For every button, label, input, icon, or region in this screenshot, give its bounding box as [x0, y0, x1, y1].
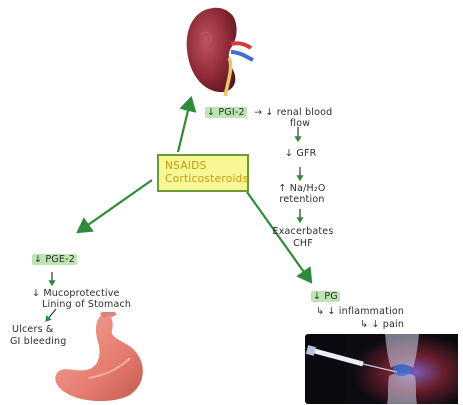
- gfr-label: ↓ GFR: [285, 148, 316, 160]
- inflammation-label: ↳ ↓ inflammation: [316, 306, 404, 318]
- chf-line2: CHF: [272, 238, 334, 250]
- renal-flow-line2: flow: [285, 118, 315, 130]
- pg-label: ↓ PG: [311, 291, 340, 303]
- drug-corticosteroids: Corticosteroids: [165, 173, 241, 186]
- drug-nsaids: NSAIDS: [165, 160, 241, 173]
- ulcers-line1: Ulcers &: [12, 324, 54, 336]
- chf-line1: Exacerbates: [272, 226, 334, 238]
- kidney-illustration: [183, 4, 263, 99]
- arrow-to-kidney: [178, 98, 191, 152]
- knee-injection-xray: [305, 334, 458, 404]
- retention-line2: retention: [276, 194, 328, 206]
- pge2-label: ↓ PGE-2: [32, 254, 77, 266]
- stomach-illustration: [52, 312, 152, 404]
- pgi2-label: ↓ PGI-2: [205, 107, 247, 119]
- pain-label: ↳ ↓ pain: [360, 319, 404, 331]
- drug-box: NSAIDS Corticosteroids: [157, 154, 249, 192]
- muco-line2: Lining of Stomach: [42, 299, 131, 311]
- arrow-to-stomach: [78, 180, 152, 232]
